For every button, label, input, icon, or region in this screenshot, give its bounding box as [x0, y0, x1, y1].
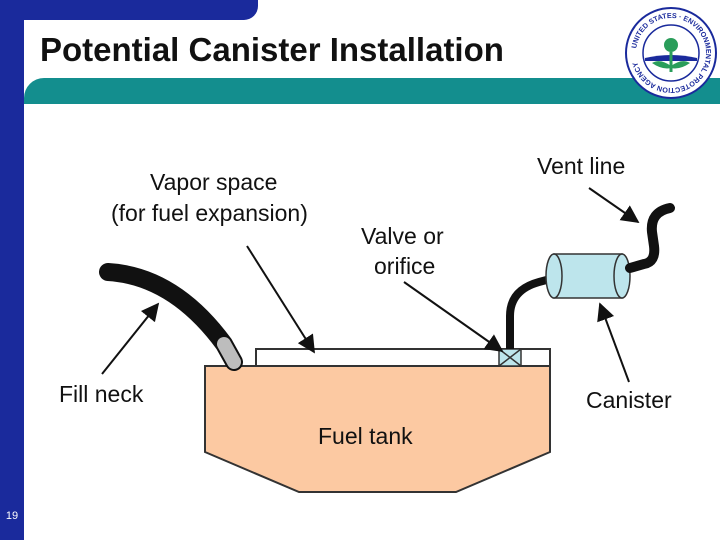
label-vapor-space-line1: Vapor space: [150, 169, 277, 195]
valve-to-canister-tube: [506, 274, 556, 349]
valve-icon: [498, 348, 522, 367]
page-number: 19: [5, 510, 19, 522]
label-fill-neck: Fill neck: [59, 381, 144, 407]
fill-neck: [99, 263, 243, 371]
left-frame-bar: [0, 0, 24, 540]
label-canister: Canister: [586, 387, 672, 413]
label-vent-line: Vent line: [537, 153, 625, 179]
label-vapor-space-line2: (for fuel expansion): [111, 200, 308, 226]
label-valve-line2: orifice: [374, 253, 435, 279]
title-underline-bar: [24, 78, 720, 104]
canister-diagram: Vapor space (for fuel expansion) Valve o…: [59, 153, 675, 493]
page-title: Potential Canister Installation: [40, 31, 504, 68]
label-fuel-tank: Fuel tank: [318, 423, 413, 449]
label-valve-line1: Valve or: [361, 223, 444, 249]
top-frame-bar: [0, 0, 258, 20]
canister: [545, 253, 631, 299]
epa-seal-icon: UNITED STATES · ENVIRONMENTAL PROTECTION…: [625, 7, 717, 99]
vent-line: [625, 203, 675, 273]
fuel-tank: [204, 365, 551, 493]
